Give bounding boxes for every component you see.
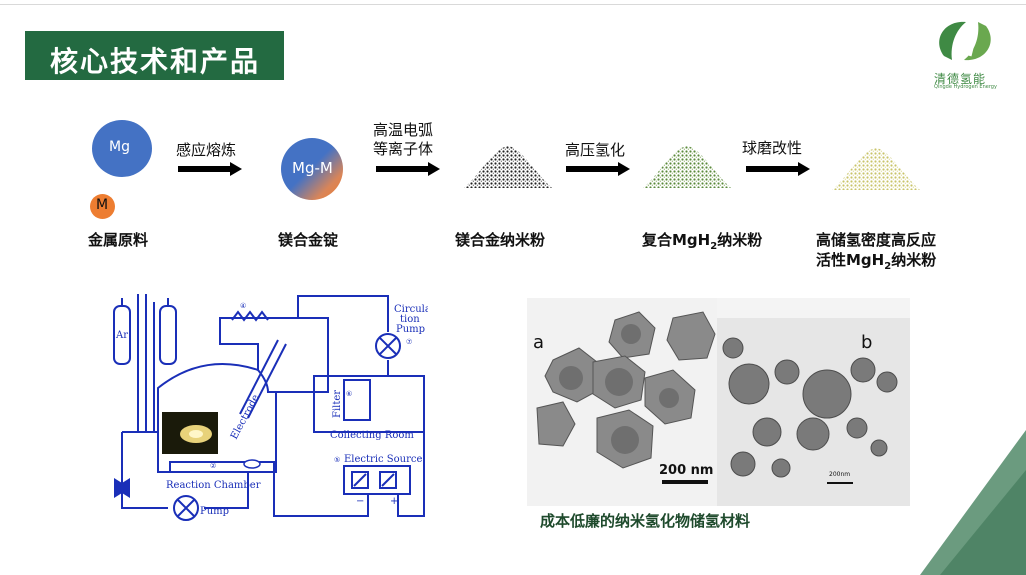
- nano-powder-pile: [464, 146, 552, 188]
- mgm-label: Mg-M: [292, 159, 333, 177]
- step-3-label: 高压氢化: [565, 141, 626, 159]
- logo-name-cn: 清德氢能: [934, 72, 987, 86]
- mg-label: Mg: [109, 139, 130, 155]
- arrow-1: [178, 162, 242, 176]
- step-2-label-2: 等离子体: [373, 140, 434, 158]
- page-title: 核心技术和产品: [50, 45, 261, 78]
- filter-label: Filter: [332, 390, 343, 418]
- tem-label-a: a: [533, 332, 545, 353]
- active-powder-caption-line2: 活性MgH2纳米粉: [816, 251, 937, 272]
- active-powder-caption-line1: 高储氢密度高反应: [816, 231, 937, 249]
- step-2-label-1: 高温电弧: [373, 121, 434, 139]
- pump-bottom-label: Pump: [200, 506, 229, 517]
- top-rule: [0, 4, 1026, 5]
- tem-label-b: b: [861, 332, 873, 353]
- mgm-ingot-circle: [281, 138, 343, 200]
- corner-decoration: [920, 430, 1026, 575]
- scale-bar-label: 200 nm: [659, 463, 714, 478]
- electrode-label: Electrode: [229, 393, 262, 442]
- marker-2: ②: [210, 462, 216, 470]
- m-label: M: [96, 197, 109, 213]
- step-4-label: 球磨改性: [742, 139, 803, 157]
- tem-particles: [527, 298, 910, 506]
- arrow-2: [376, 162, 440, 176]
- arrow-3: [566, 162, 630, 176]
- ingot-caption: 镁合金锭: [278, 231, 339, 249]
- reaction-chamber-label: Reaction Chamber: [166, 480, 261, 491]
- scale-bar-small-label: 200nm: [829, 471, 851, 478]
- mgh2-powder-caption: 复合MgH2纳米粉: [642, 231, 763, 252]
- m-circle: [90, 194, 115, 219]
- leaf-h-icon: [939, 21, 991, 61]
- plus-label: +: [390, 496, 398, 507]
- material-caption: 成本低廉的纳米氢化物储氢材料: [540, 512, 751, 530]
- raw-material-caption: 金属原料: [88, 231, 149, 249]
- mgh2-powder-pile: [643, 146, 731, 188]
- mg-circle: [92, 120, 152, 177]
- ar-label: Ar: [115, 330, 128, 341]
- arrow-4: [746, 162, 810, 176]
- marker-4: ④: [240, 302, 246, 310]
- tem-micrograph: a b 200 nm 200nm: [527, 298, 910, 506]
- logo-name-en: Qingde Hydrogen Energy: [934, 84, 997, 90]
- plasma-apparatus-diagram: Ar Circula- tion Pump Electrode Filter C…: [113, 294, 428, 521]
- electric-source-label: Electric Source: [344, 454, 422, 465]
- circulation-label-1: Circula-: [394, 304, 428, 315]
- active-mgh2-powder-pile: [832, 148, 920, 190]
- marker-6: ⑥: [346, 390, 352, 398]
- title-banner: [25, 31, 284, 80]
- marker-5: ⑤: [334, 456, 340, 464]
- alloy-powder-caption: 镁合金纳米粉: [455, 231, 546, 249]
- step-1-label: 感应熔炼: [176, 141, 237, 159]
- circulation-label-2: tion: [400, 314, 420, 325]
- marker-7: ⑦: [406, 338, 412, 346]
- pump-top-label: Pump: [396, 324, 425, 335]
- side-accent: [1008, 92, 1026, 432]
- collecting-room-label: Collecting Room: [330, 430, 414, 441]
- minus-label: −: [356, 496, 364, 507]
